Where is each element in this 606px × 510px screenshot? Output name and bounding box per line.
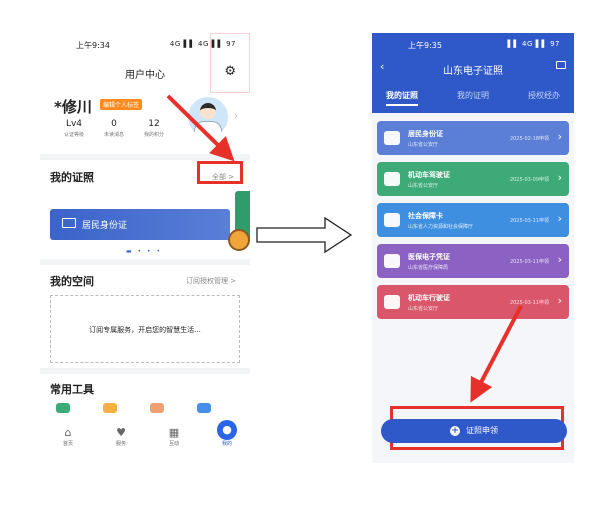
- interact-icon: ▦: [168, 426, 180, 439]
- edit-tag-button[interactable]: 编辑个人标签: [100, 99, 143, 110]
- subscription-placeholder[interactable]: 订阅专属服务，开启您的智慧生活...: [50, 295, 240, 363]
- tab-home[interactable]: ⌂ 首页: [50, 426, 86, 447]
- next-card-peek[interactable]: [235, 191, 250, 241]
- medical-insurance-icon: [384, 254, 400, 268]
- subscription-link[interactable]: 订阅授权管理 >: [186, 277, 237, 285]
- apply-license-button[interactable]: +证照申领: [381, 419, 567, 443]
- stat-messages[interactable]: 0 未读消息: [103, 119, 124, 138]
- vehicle-icon: [384, 295, 400, 309]
- tools-row: [56, 403, 211, 413]
- user-center-screen: 上午9:34 4G ▌▌ 4G ▌▌ 97 用户中心 ⚙ *修川 编辑个人标签 …: [40, 33, 250, 463]
- back-icon[interactable]: ‹: [380, 60, 385, 73]
- chevron-right-icon: ›: [557, 253, 562, 266]
- my-space-title: 我的空间: [50, 275, 94, 288]
- tool-icon[interactable]: [103, 403, 117, 413]
- status-signal: 4G ▌▌ 4G ▌▌ 97: [169, 40, 236, 48]
- carousel-dots: ▬ • • •: [126, 248, 163, 255]
- tool-icon[interactable]: [197, 403, 211, 413]
- mascot-icon[interactable]: [228, 229, 250, 251]
- avatar[interactable]: [188, 97, 228, 137]
- divider: [40, 368, 250, 374]
- license-card[interactable]: 社会保障卡 山东省人力资源和社会保障厅 2025-03-11申领 ›: [377, 203, 569, 237]
- social-security-icon: [384, 213, 400, 227]
- status-bar: 上午9:34 4G ▌▌ 4G ▌▌ 97: [40, 38, 250, 52]
- home-icon: ⌂: [64, 426, 72, 439]
- tool-icon[interactable]: [150, 403, 164, 413]
- status-time: 上午9:34: [76, 41, 110, 50]
- chevron-right-icon[interactable]: ›: [234, 111, 238, 122]
- chevron-right-icon: ›: [557, 171, 562, 184]
- chevron-right-icon: ›: [557, 130, 562, 143]
- subscription-text: 订阅专属服务，开启您的智慧生活...: [89, 326, 201, 334]
- id-card-icon: [62, 218, 76, 228]
- stat-points[interactable]: 12 我的积分: [143, 119, 164, 138]
- chevron-right-icon: ›: [557, 212, 562, 225]
- tab-my-certificates[interactable]: 我的证明: [457, 91, 489, 100]
- page-title: 用户中心: [125, 70, 165, 81]
- all-certs-link[interactable]: 全部 >: [212, 173, 235, 181]
- message-icon[interactable]: [556, 61, 566, 69]
- license-card[interactable]: 机动车驾驶证 山东省公安厅 2025-03-09申领 ›: [377, 162, 569, 196]
- tab-authorized[interactable]: 授权经办: [528, 91, 560, 100]
- chevron-right-icon: ›: [557, 294, 562, 307]
- page-title: 山东电子证照: [443, 66, 503, 77]
- id-card-label: 居民身份证: [82, 221, 128, 231]
- license-list: 居民身份证 山东省公安厅 2025-02-18申领 › 机动车驾驶证 山东省公安…: [372, 113, 574, 463]
- divider: [40, 154, 250, 160]
- tools-title: 常用工具: [50, 383, 94, 396]
- license-card[interactable]: 机动车行驶证 山东省公安厅 2025-03-11申领 ›: [377, 285, 569, 319]
- tab-my-licenses[interactable]: 我的证照: [386, 90, 418, 106]
- license-card[interactable]: 居民身份证 山东省公安厅 2025-02-18申领 ›: [377, 121, 569, 155]
- watermark-stamp: [210, 33, 250, 93]
- tool-icon[interactable]: [56, 403, 70, 413]
- steering-wheel-icon: [384, 172, 400, 186]
- tabs: 我的证照 我的证明 授权经办: [372, 90, 574, 106]
- gear-icon[interactable]: ⚙: [224, 64, 236, 79]
- user-icon: ●: [217, 420, 237, 440]
- id-card-tile[interactable]: 居民身份证: [50, 209, 230, 240]
- status-signal: ▌▌ 4G ▌▌ 97: [507, 40, 560, 48]
- user-stats: Lv4 认证等级 0 未读消息 12 我的积分: [54, 119, 174, 138]
- service-icon: ♥: [116, 426, 126, 439]
- tab-mine[interactable]: ● 我的: [209, 420, 245, 447]
- avatar-body: [194, 121, 222, 137]
- status-time: 上午9:35: [408, 41, 442, 50]
- header: 上午9:35 ▌▌ 4G ▌▌ 97 ‹ 山东电子证照 我的证照 我的证明 授权…: [372, 33, 574, 113]
- bottom-tab-bar: ⌂ 首页 ♥ 服务 ▦ 互动 ● 我的: [50, 420, 245, 447]
- my-cert-title: 我的证照: [50, 171, 94, 184]
- user-name: *修川: [54, 98, 92, 116]
- tab-interact[interactable]: ▦ 互动: [156, 426, 192, 447]
- tab-service[interactable]: ♥ 服务: [103, 426, 139, 447]
- e-license-screen: 上午9:35 ▌▌ 4G ▌▌ 97 ‹ 山东电子证照 我的证照 我的证明 授权…: [372, 33, 574, 463]
- id-card-icon: [384, 131, 400, 145]
- transition-arrow-icon: [256, 216, 353, 254]
- license-card[interactable]: 医保电子凭证 山东省医疗保障局 2025-03-11申领 ›: [377, 244, 569, 278]
- divider: [40, 259, 250, 265]
- stat-level[interactable]: Lv4 认证等级: [63, 119, 84, 138]
- annotation-box: [197, 161, 243, 184]
- status-bar: 上午9:35 ▌▌ 4G ▌▌ 97: [372, 38, 574, 52]
- plus-icon: +: [450, 426, 460, 436]
- avatar-head: [200, 103, 216, 119]
